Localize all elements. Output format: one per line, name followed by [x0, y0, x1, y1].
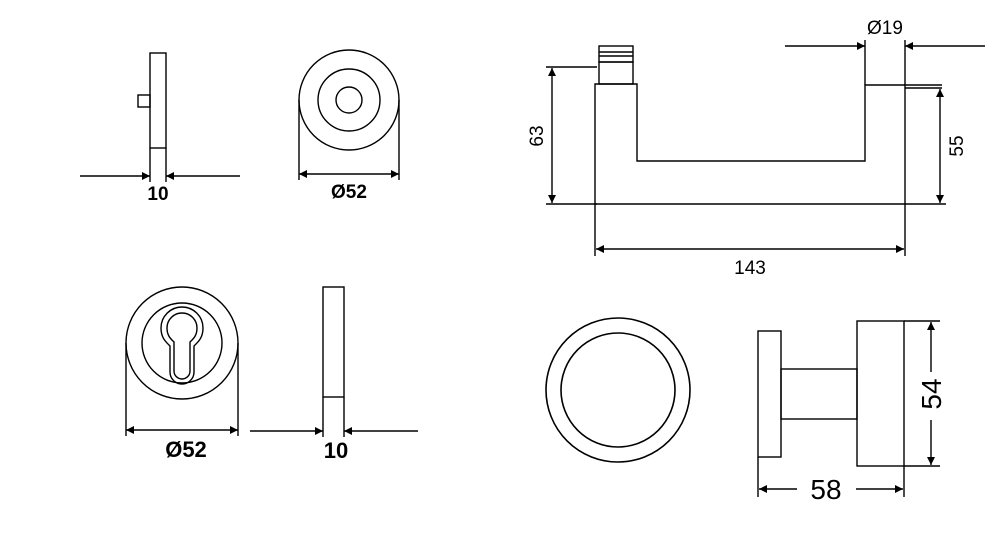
rosette-diameter-label: Ø52: [331, 182, 367, 203]
lever-spindle-cap: [598, 45, 634, 63]
lever-length-label: 143: [734, 258, 766, 279]
rosette-side-pin: [137, 94, 151, 108]
knob-diameter-label: 54: [916, 378, 947, 409]
rosette-side-view: [80, 52, 240, 182]
lever-height-label: 63: [527, 125, 548, 146]
rosette-thickness-label: 10: [147, 184, 168, 205]
escutcheon-outer-ring: [125, 286, 239, 400]
profile-cylinder-keyhole-outer: [160, 306, 204, 385]
rosette-inner-hole: [335, 86, 363, 114]
escutcheon-thickness-label: 10: [324, 438, 348, 463]
escutcheon-inner-ring: [141, 302, 223, 384]
knob-head: [856, 320, 905, 467]
escutcheon-side-view: [250, 286, 418, 437]
knob-projection-label: 58: [810, 474, 841, 505]
lever-body: [594, 83, 906, 205]
knob-outer-circle: [545, 317, 691, 463]
knob-shaft: [780, 368, 858, 420]
lever-spindle-neck: [598, 61, 634, 85]
lever-handle-view: [546, 40, 985, 256]
escutcheon-side-plate: [322, 286, 345, 398]
knob-side-view: [757, 320, 940, 497]
knob-rose-plate: [757, 330, 782, 458]
lever-grip-height-label: 55: [947, 135, 968, 156]
rosette-middle-ring: [317, 68, 381, 132]
rosette-front-view: [298, 49, 400, 180]
escutcheon-diameter-label: Ø52: [165, 437, 207, 462]
rosette-side-plate: [149, 52, 167, 149]
rosette-outer-ring: [298, 49, 400, 151]
profile-cylinder-keyhole-inner: [166, 312, 198, 380]
lever-grip-diameter-label: Ø19: [867, 18, 903, 39]
knob-inner-circle: [560, 332, 676, 448]
escutcheon-front-view: [125, 286, 239, 436]
knob-front-view: [545, 317, 691, 463]
